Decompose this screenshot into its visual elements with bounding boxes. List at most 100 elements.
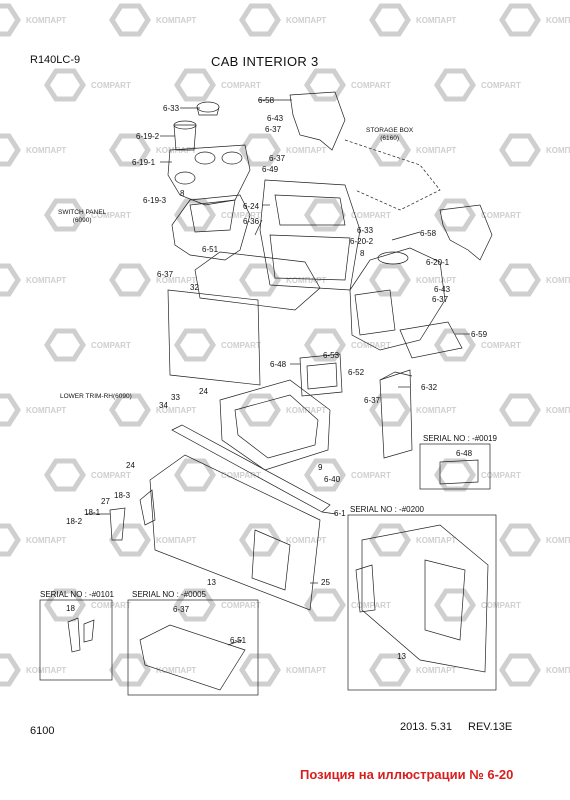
watermark-logo bbox=[174, 198, 216, 232]
part-label: 32 bbox=[190, 283, 199, 292]
watermark-logo bbox=[109, 653, 151, 687]
watermark-text: KOMПАРТ bbox=[156, 666, 196, 675]
part-label: 6-40 bbox=[324, 475, 341, 484]
part-label: 6-37 bbox=[265, 125, 282, 134]
part-label: 24 bbox=[126, 461, 135, 470]
watermark-logo bbox=[174, 328, 216, 362]
part-label: 6-19-1 bbox=[132, 158, 156, 167]
model-name: R140LC-9 bbox=[30, 54, 81, 66]
watermark-logo bbox=[369, 133, 411, 167]
note-switch-panel-label: SWITCH PANEL bbox=[58, 209, 107, 216]
watermark-text: COMPART bbox=[91, 211, 131, 220]
watermark-logo bbox=[239, 653, 281, 687]
part-label: 34 bbox=[159, 401, 168, 410]
watermark-logo bbox=[174, 458, 216, 492]
part-label: 6-58 bbox=[258, 96, 275, 105]
watermark-logo bbox=[499, 653, 541, 687]
page-title: CAB INTERIOR 3 bbox=[211, 54, 319, 69]
watermark-logo bbox=[434, 68, 476, 102]
part-label: 18-1 bbox=[84, 508, 101, 517]
watermark-logo bbox=[304, 68, 346, 102]
watermark-logo bbox=[369, 653, 411, 687]
watermark-text: KOMПАРТ bbox=[546, 536, 570, 545]
part-label: 33 bbox=[171, 393, 180, 402]
watermark-logo bbox=[44, 328, 86, 362]
part-label: 6-51 bbox=[202, 245, 219, 254]
watermark-logo bbox=[239, 393, 281, 427]
part-label: 6-1 bbox=[334, 509, 346, 518]
watermark-text: KOMПАРТ bbox=[26, 16, 66, 25]
part-label: 27 bbox=[101, 497, 110, 506]
watermark-text: KOMПАРТ bbox=[286, 666, 326, 675]
watermark-logo bbox=[109, 3, 151, 37]
part-label: 13 bbox=[397, 652, 406, 661]
part-label: 6-43 bbox=[434, 285, 451, 294]
watermark-text: COMPART bbox=[481, 211, 521, 220]
watermark-text: KOMПАРТ bbox=[156, 276, 196, 285]
watermark-text: KOMПАРТ bbox=[156, 146, 196, 155]
page-number: 6100 bbox=[30, 725, 55, 737]
watermark-logo bbox=[434, 588, 476, 622]
watermark-logo bbox=[44, 198, 86, 232]
part-label: 6-20-1 bbox=[426, 258, 450, 267]
watermark-logo bbox=[499, 263, 541, 297]
watermark-text: KOMПАРТ bbox=[416, 276, 456, 285]
part-label: 6-37 bbox=[269, 154, 286, 163]
note-lower-trim: LOWER TRIM-RH(6090) bbox=[60, 393, 132, 400]
part-label: 6-37 bbox=[157, 270, 174, 279]
part-label: 6-49 bbox=[262, 165, 279, 174]
watermark-logo bbox=[174, 68, 216, 102]
part-label: 6-37 bbox=[173, 605, 190, 614]
watermark-logo bbox=[174, 588, 216, 622]
part-label: 6-59 bbox=[471, 330, 488, 339]
watermark-text: COMPART bbox=[481, 601, 521, 610]
watermark-text: KOMПАРТ bbox=[416, 536, 456, 545]
watermark-text: KOMПАРТ bbox=[546, 406, 570, 415]
watermark-text: KOMПАРТ bbox=[26, 276, 66, 285]
part-label: 24 bbox=[199, 387, 208, 396]
watermark-text: KOMПАРТ bbox=[286, 406, 326, 415]
part-label: 6-52 bbox=[348, 368, 365, 377]
part-label: 6-37 bbox=[432, 295, 449, 304]
watermark-text: COMPART bbox=[91, 341, 131, 350]
part-label: 9 bbox=[318, 463, 323, 472]
note-switch-panel-code: (6090) bbox=[72, 217, 92, 224]
watermark-text: COMPART bbox=[351, 601, 391, 610]
part-label: 6-20-2 bbox=[350, 237, 374, 246]
watermark-text: KOMПАРТ bbox=[26, 146, 66, 155]
part-label: 18-2 bbox=[66, 517, 83, 526]
part-label: 18-3 bbox=[114, 491, 131, 500]
watermark-logo bbox=[304, 588, 346, 622]
serial-note: SERIAL NO : -#0101 bbox=[40, 590, 114, 599]
watermark-logo bbox=[239, 133, 281, 167]
watermark-text: KOMПАРТ bbox=[156, 406, 196, 415]
watermark-text: COMPART bbox=[221, 601, 261, 610]
watermark-text: KOMПАРТ bbox=[546, 666, 570, 675]
note-storage-box: STORAGE BOX (6160) bbox=[366, 127, 413, 143]
watermark-text: KOMПАРТ bbox=[416, 146, 456, 155]
watermark-text: KOMПАРТ bbox=[286, 16, 326, 25]
watermark-text: COMPART bbox=[481, 81, 521, 90]
part-label: 6-33 bbox=[163, 104, 180, 113]
part-label: 13 bbox=[207, 578, 216, 587]
watermark-logo bbox=[0, 3, 21, 37]
watermark-text: KOMПАРТ bbox=[286, 276, 326, 285]
watermark-text: KOMПАРТ bbox=[156, 536, 196, 545]
watermark-logo bbox=[109, 523, 151, 557]
part-label: 6-19-3 bbox=[143, 196, 167, 205]
watermark-logo bbox=[0, 653, 21, 687]
part-label: 25 bbox=[321, 578, 330, 587]
watermark-logo bbox=[499, 133, 541, 167]
watermark-text: KOMПАРТ bbox=[546, 16, 570, 25]
watermark-text: COMPART bbox=[221, 341, 261, 350]
watermark-text: COMPART bbox=[91, 471, 131, 480]
watermark-logo bbox=[0, 393, 21, 427]
position-caption: Позиция на иллюстрации № 6-20 bbox=[300, 767, 514, 782]
watermark-text: KOMПАРТ bbox=[416, 406, 456, 415]
watermark-logo bbox=[109, 133, 151, 167]
part-label: 18 bbox=[66, 604, 75, 613]
watermark-logo bbox=[304, 458, 346, 492]
watermark-logo bbox=[499, 3, 541, 37]
watermark-logo bbox=[434, 198, 476, 232]
